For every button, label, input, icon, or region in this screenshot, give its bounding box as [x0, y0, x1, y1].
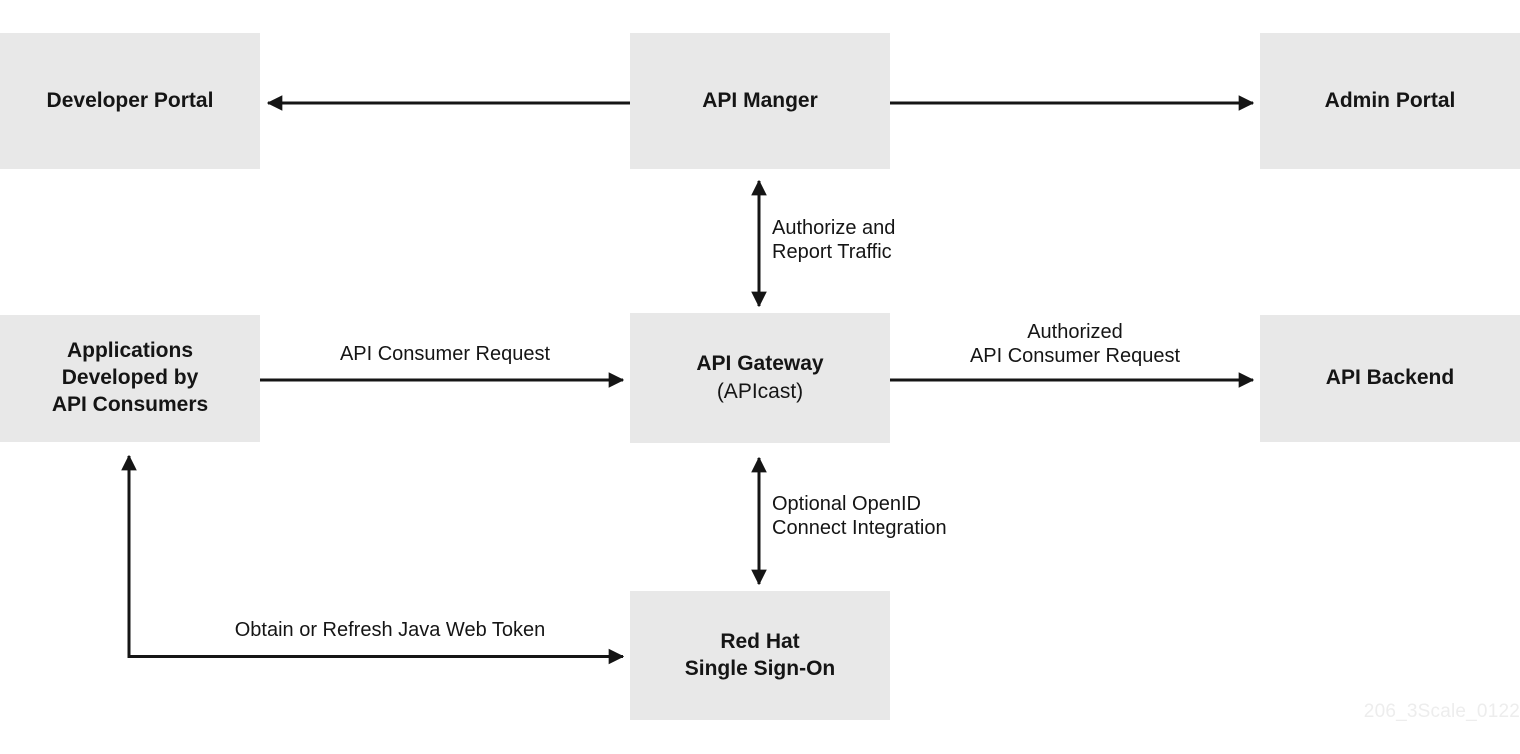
node-api-manager-label: API Manger: [702, 88, 818, 112]
node-red-hat-single-sign-on[interactable]: Red Hat Single Sign-On: [630, 591, 890, 720]
edge-label-obtain-or-refresh-java-web-token: Obtain or Refresh Java Web Token: [234, 619, 546, 641]
edge-label-authorized-api-consumer-request: Authorized API Consumer Request: [969, 321, 1181, 367]
node-applications-label: Applications Developed by API Consumers: [51, 339, 209, 416]
node-developer-portal-label: Developer Portal: [46, 88, 214, 112]
node-api-gateway-sublabel: (APIcast): [716, 379, 804, 403]
edge-label-optional-openid-connect-integration: Optional OpenID Connect Integration: [772, 493, 947, 539]
node-api-backend-label: API Backend: [1325, 366, 1455, 390]
node-api-gateway-label-group: API Gateway (APIcast): [696, 324, 823, 432]
node-rhsso-label: Red Hat Single Sign-On: [684, 629, 836, 680]
node-admin-portal[interactable]: Admin Portal: [1260, 33, 1520, 169]
watermark-text: 206_3Scale_0122: [1363, 701, 1520, 722]
edge-label-api-consumer-request: API Consumer Request: [339, 343, 551, 365]
node-api-manager[interactable]: API Manger: [630, 33, 890, 169]
node-applications-developed-by-api-consumers[interactable]: Applications Developed by API Consumers: [0, 315, 260, 442]
node-api-gateway-label: API Gateway: [696, 351, 824, 375]
node-admin-portal-label: Admin Portal: [1324, 88, 1456, 112]
node-api-gateway[interactable]: API Gateway (APIcast): [630, 313, 890, 443]
edge-label-authorize-and-report-traffic: Authorize and Report Traffic: [772, 217, 896, 263]
node-developer-portal[interactable]: Developer Portal: [0, 33, 260, 169]
node-api-backend[interactable]: API Backend: [1260, 315, 1520, 442]
